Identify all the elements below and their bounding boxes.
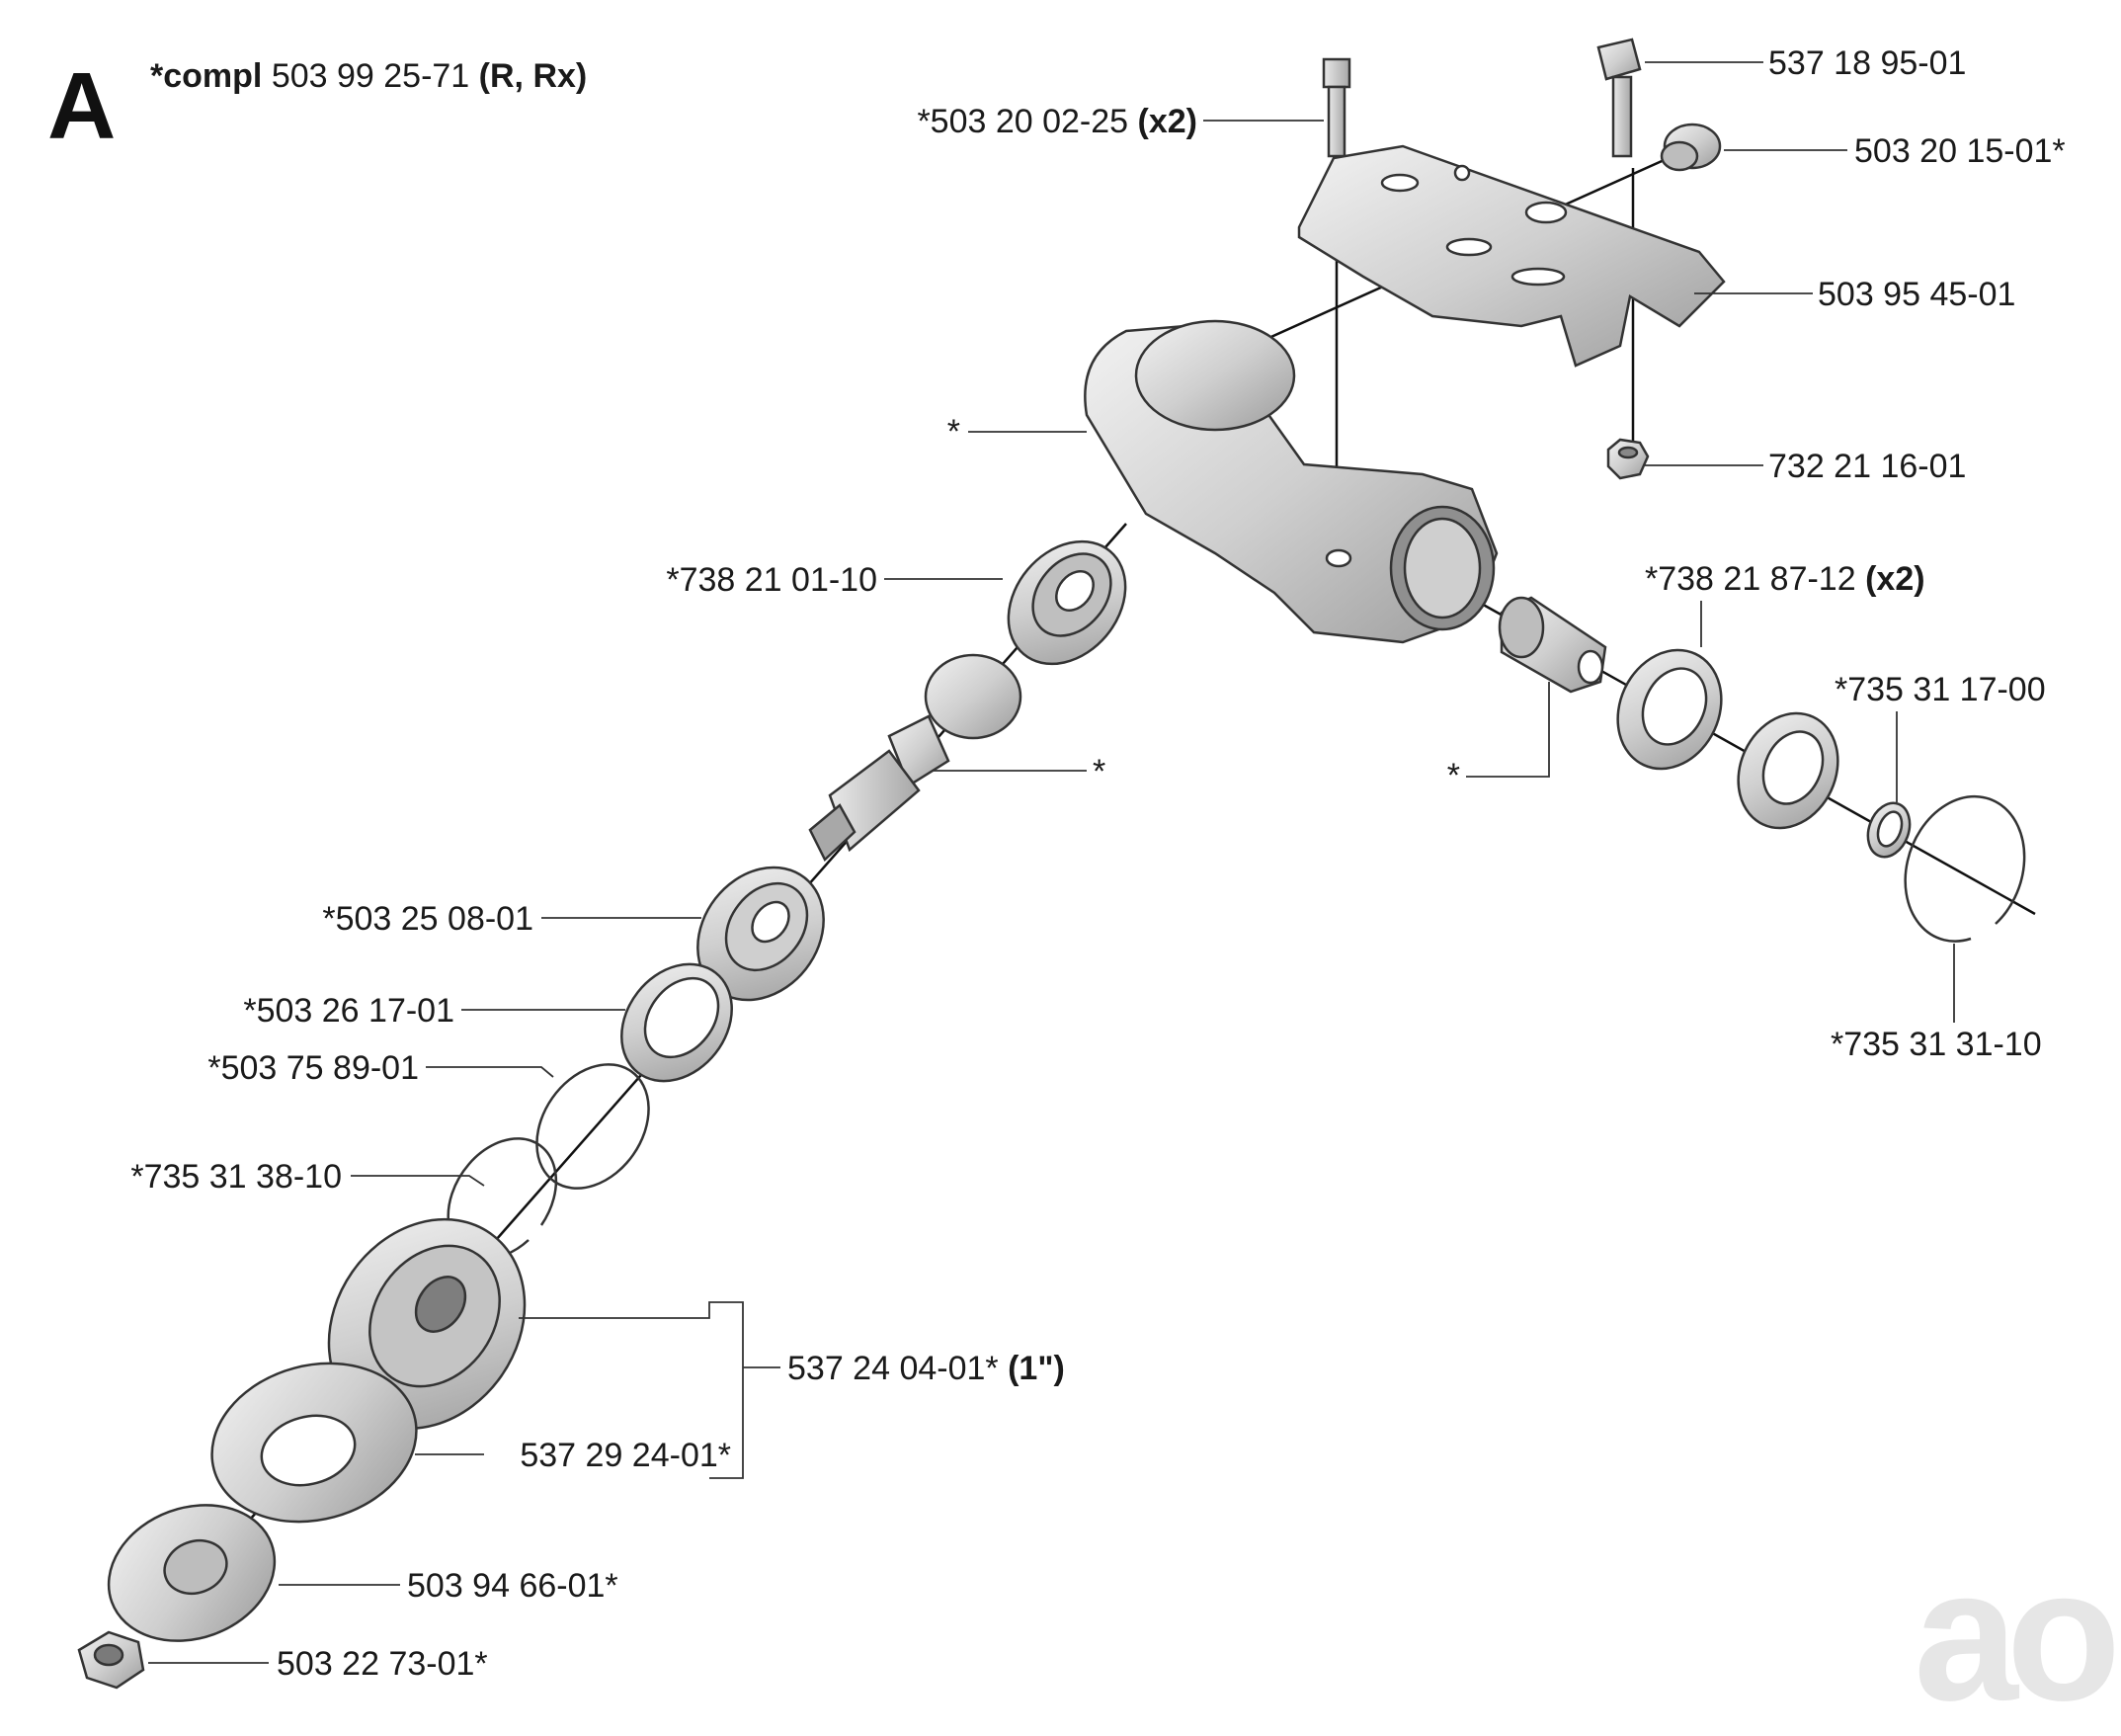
kit-size: (1") (1008, 1350, 1065, 1387)
nut-part (1606, 438, 1650, 480)
seal-part (620, 962, 733, 1083)
bolt-quantity: (x2) (1138, 103, 1197, 140)
shaft-bearing-part (1616, 648, 1839, 830)
kit-part-number: 537 24 04-01* (787, 1350, 999, 1387)
header-prefix: *compl (150, 57, 262, 95)
nut-label: 732 21 16-01 (1768, 448, 1966, 485)
input-gear-label: * (1093, 753, 1105, 790)
plug-part (1660, 123, 1722, 172)
guard-part (1297, 144, 1726, 368)
shaft-bearing-label: *738 21 87-12 (x2) (1645, 560, 1925, 598)
plug-label: 503 20 15-01* (1854, 132, 2066, 170)
header-number: 503 99 25-71 (272, 57, 469, 95)
header-suffix: (R, Rx) (479, 57, 588, 95)
circlip-right-part (1904, 794, 2026, 943)
screw-part (1596, 38, 1642, 158)
retainer-part (535, 1063, 650, 1190)
section-letter: A (47, 53, 116, 159)
support-cup-label: 537 29 24-01* (520, 1437, 731, 1474)
watermark: ao (1914, 1530, 2114, 1736)
washer-small-part (1866, 801, 1912, 859)
support-cup-part (210, 1362, 418, 1524)
bolt-part-number: *503 20 02-25 (917, 103, 1128, 140)
circlip-left-label: *735 31 38-10 (130, 1158, 342, 1196)
kit-label: 537 24 04-01* (1") (787, 1350, 1065, 1387)
gear-housing-label: * (947, 413, 960, 451)
output-gear-label: * (1447, 757, 1460, 794)
bearing-lower-label: *503 25 08-01 (322, 900, 533, 938)
circlip-left-leader (351, 1175, 485, 1187)
seal-label: *503 26 17-01 (243, 992, 454, 1030)
retainer-leader (426, 1066, 554, 1078)
shaft-bearing-quantity: (x2) (1865, 560, 1924, 598)
drive-disc-part (107, 1504, 277, 1642)
washer-small-label: *735 31 17-00 (1835, 671, 2046, 708)
retainer-label: *503 75 89-01 (207, 1049, 419, 1087)
drive-disc-label: 503 94 66-01* (407, 1567, 618, 1605)
bolt-label: *503 20 02-25 (x2) (917, 103, 1197, 140)
screw-label: 537 18 95-01 (1768, 44, 1966, 82)
bearing-upper-part (1007, 539, 1127, 666)
shaft-bearing-part-number: *738 21 87-12 (1645, 560, 1856, 598)
input-gear-part (808, 653, 1022, 863)
lock-nut-label: 503 22 73-01* (277, 1645, 488, 1683)
output-gear-leader (1466, 682, 1550, 778)
guard-label: 503 95 45-01 (1818, 276, 2015, 313)
assembly-header: *compl 503 99 25-71 (R, Rx) (150, 57, 587, 95)
circlip-right-label: *735 31 31-10 (1831, 1026, 2042, 1063)
bolt-part (1322, 57, 1351, 158)
kit-leader (519, 1301, 744, 1479)
lock-nut-part (77, 1630, 145, 1690)
output-gear-part (1498, 596, 1607, 694)
gear-housing-part (1084, 319, 1499, 644)
bearing-upper-label: *738 21 01-10 (666, 561, 877, 599)
